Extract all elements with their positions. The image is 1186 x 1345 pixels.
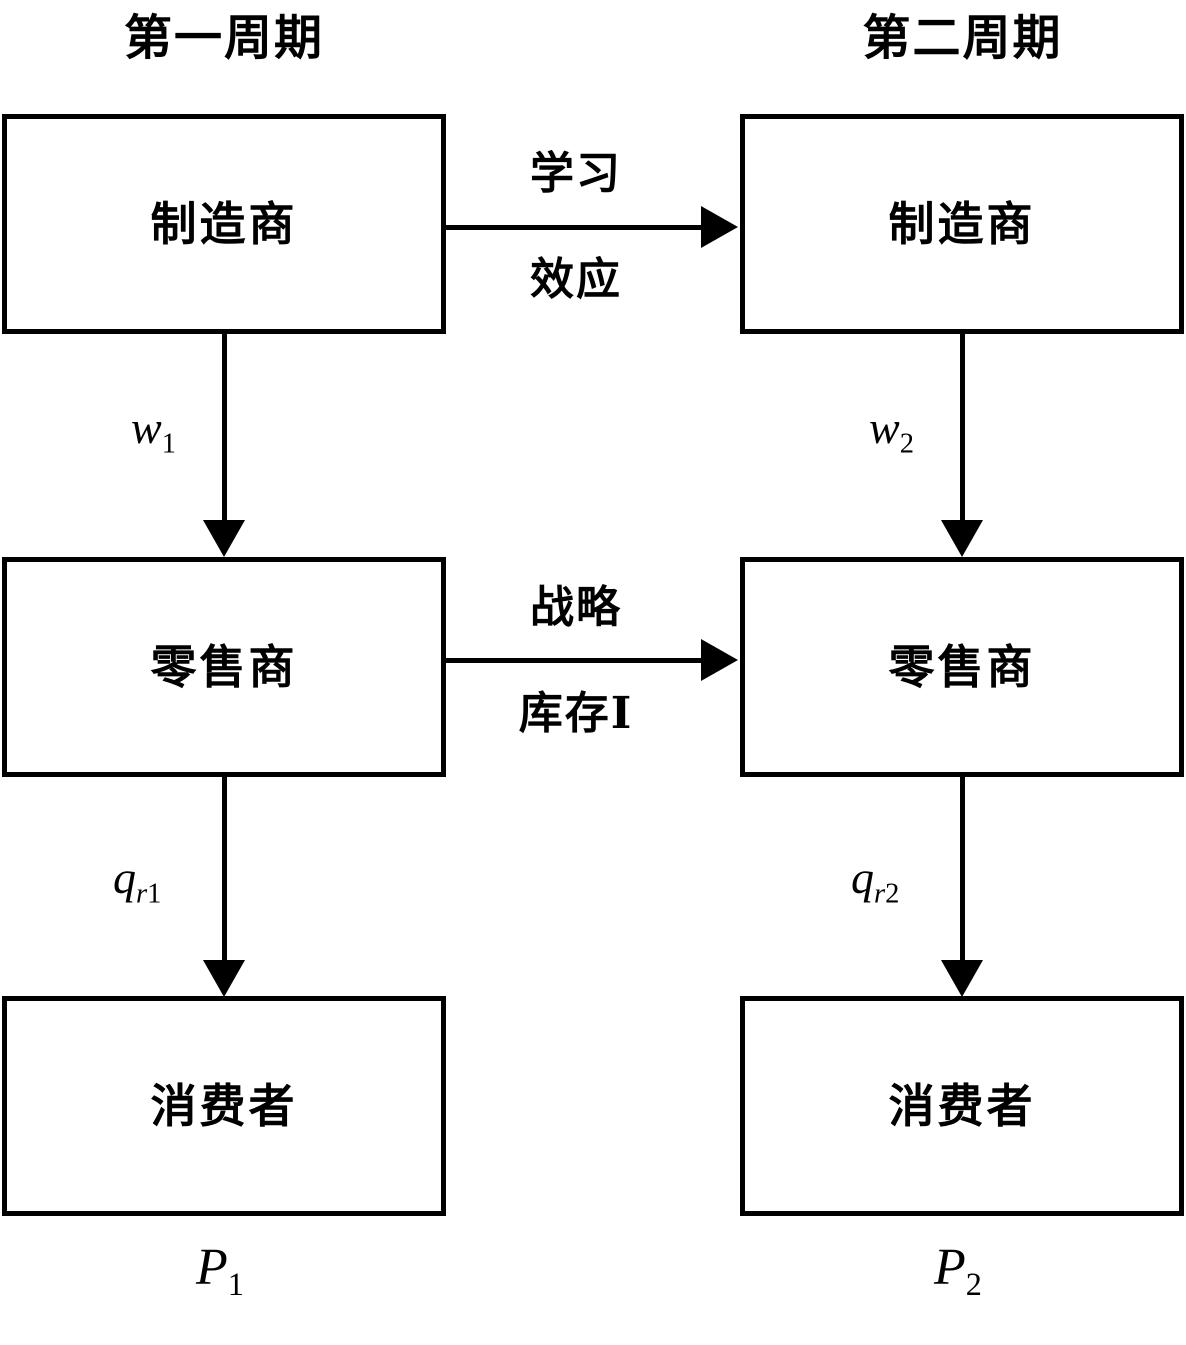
edge-caption-learning-effect-line1: 学习 (530, 148, 622, 199)
node-label: 制造商 (888, 197, 1036, 251)
arrowhead-right-icon (701, 639, 738, 681)
arrowhead-down-icon (941, 960, 983, 997)
edge-caption-strategic-inventory-line2: 库存I (518, 688, 634, 739)
node-consumer-period-1[interactable]: 消费者 (2, 996, 446, 1216)
arrowhead-down-icon (941, 520, 983, 557)
edge-label-qr2: qr2 (851, 852, 900, 910)
edge-caption-strategic-inventory-line1: 战略 (530, 582, 622, 633)
node-label: 零售商 (150, 640, 298, 694)
node-label: 消费者 (150, 1079, 298, 1133)
arrowhead-down-icon (203, 960, 245, 997)
edge-shaft-m1-to-r1 (222, 334, 227, 522)
node-retailer-period-2[interactable]: 零售商 (740, 557, 1184, 777)
footer-label-price-2: P2 (934, 1239, 982, 1302)
period-1-title: 第一周期 (123, 10, 324, 66)
edge-label-w1: w1 (131, 402, 176, 460)
edge-shaft-r2-to-c2 (960, 777, 965, 963)
node-retailer-period-1[interactable]: 零售商 (2, 557, 446, 777)
edge-shaft-r1-to-c1 (222, 777, 227, 963)
footer-label-price-1: P1 (196, 1239, 244, 1302)
node-label: 制造商 (150, 197, 298, 251)
node-manufacturer-period-1[interactable]: 制造商 (2, 114, 446, 334)
edge-label-qr1: qr1 (113, 852, 162, 910)
node-manufacturer-period-2[interactable]: 制造商 (740, 114, 1184, 334)
edge-shaft-m2-to-r2 (960, 334, 965, 522)
edge-caption-learning-effect-line2: 效应 (530, 254, 622, 305)
edge-label-w2: w2 (869, 402, 914, 460)
node-consumer-period-2[interactable]: 消费者 (740, 996, 1184, 1216)
arrowhead-right-icon (701, 206, 738, 248)
period-2-title: 第二周期 (862, 10, 1063, 66)
edge-shaft-r1-to-r2 (446, 658, 701, 663)
node-label: 零售商 (888, 640, 1036, 694)
node-label: 消费者 (888, 1079, 1036, 1133)
edge-shaft-m1-to-m2 (446, 225, 701, 230)
arrowhead-down-icon (203, 520, 245, 557)
